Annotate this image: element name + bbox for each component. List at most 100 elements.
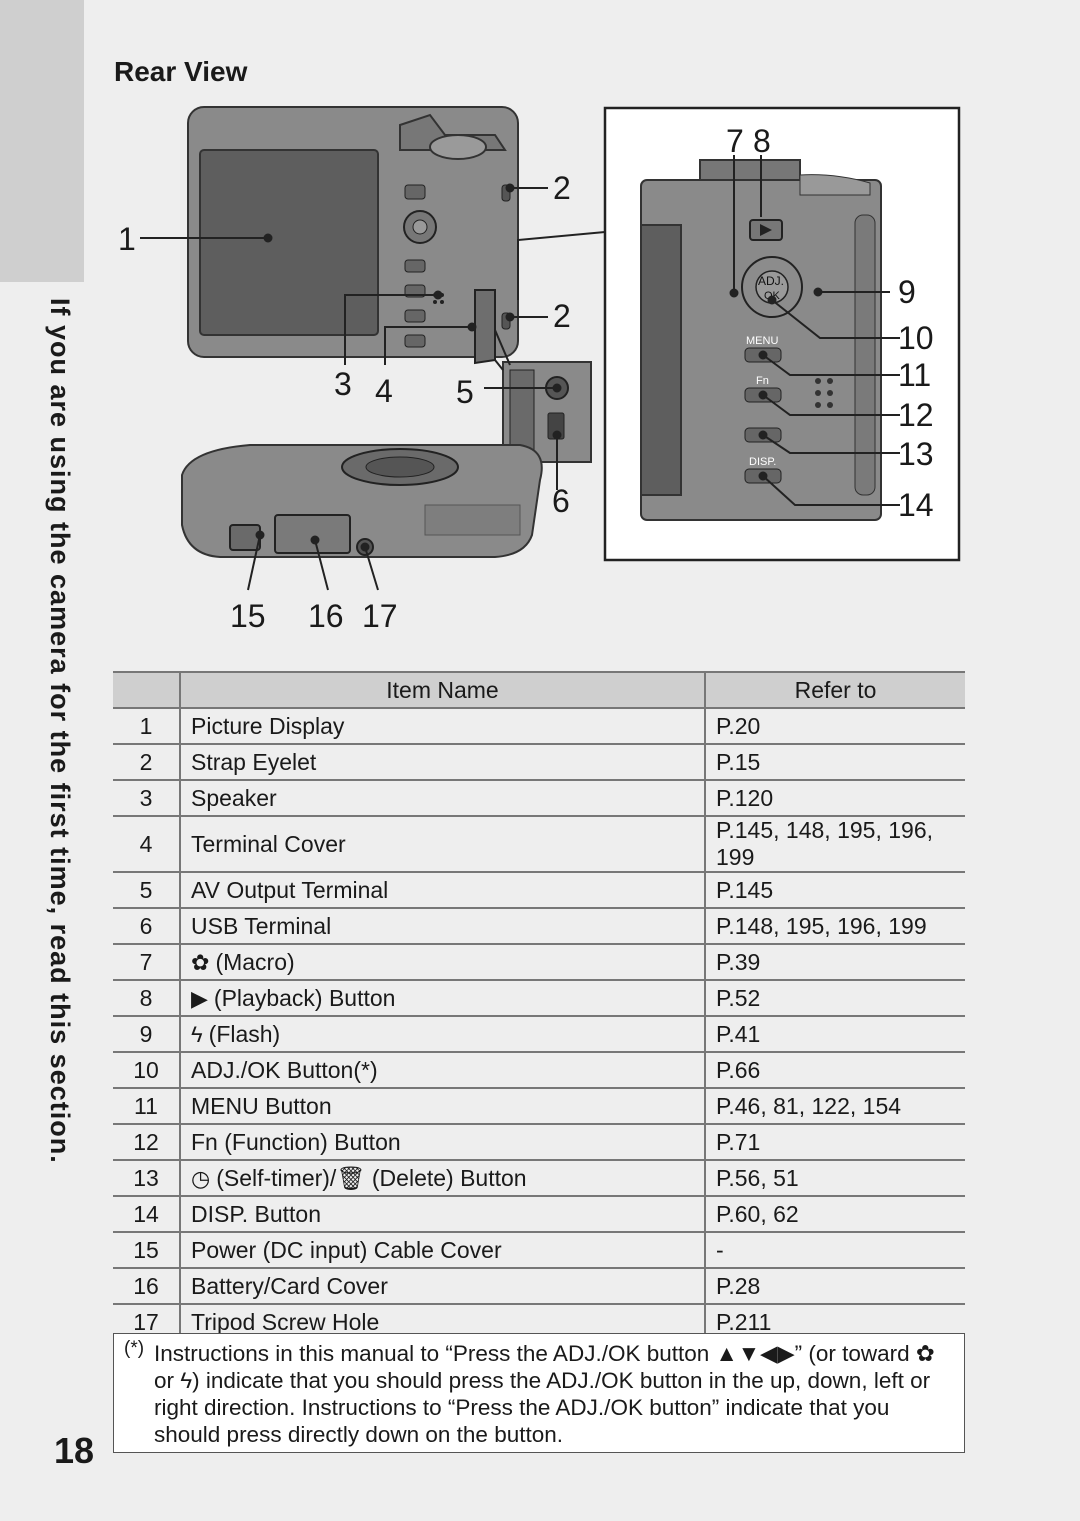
callout-10: 10	[898, 320, 934, 356]
control-panel-zoom: ADJ. OK MENU Fn DISP.	[517, 106, 961, 562]
row-item-label: (Self-timer)/🗑 (Delete) Button	[216, 1164, 527, 1191]
callout-2a: 2	[553, 170, 571, 206]
row-number: 4	[113, 816, 180, 873]
camera-bottom-body	[181, 444, 543, 558]
row-number: 1	[113, 708, 180, 745]
row-item-label: USB Terminal	[191, 912, 332, 939]
callout-17: 17	[362, 598, 398, 634]
callout-1: 1	[118, 221, 136, 257]
row-reference: -	[705, 1232, 965, 1269]
row-item-name: USB Terminal	[179, 908, 706, 945]
callout-3: 3	[334, 366, 352, 402]
row-item-name: Picture Display	[179, 708, 706, 745]
row-item-label: Tripod Screw Hole	[191, 1308, 380, 1335]
rear-view-figure: ADJ. OK MENU Fn DISP.	[100, 95, 980, 655]
row-item-label: (Flash)	[208, 1020, 281, 1047]
footnote-mark: (*)	[124, 1338, 145, 1359]
row-reference: P.41	[705, 1016, 965, 1053]
row-item-name: ADJ./OK Button(*)	[179, 1052, 706, 1089]
disp-label: DISP.	[749, 456, 776, 468]
row-number: 11	[113, 1088, 180, 1125]
callout-6: 6	[552, 483, 570, 519]
row-number: 5	[113, 872, 180, 909]
page-number: 18	[54, 1430, 95, 1471]
row-item-name: DISP. Button	[179, 1196, 706, 1233]
callout-12: 12	[898, 397, 934, 433]
row-item-label: ADJ./OK Button(*)	[191, 1056, 378, 1083]
row-icon: ϟ	[191, 1021, 203, 1047]
row-item-name: Power (DC input) Cable Cover	[179, 1232, 706, 1269]
row-number: 3	[113, 780, 180, 817]
row-icon: ◷	[191, 1165, 211, 1191]
row-reference: P.56, 51	[705, 1160, 965, 1197]
row-reference: P.148, 195, 196, 199	[705, 908, 965, 945]
row-item-name: Speaker	[179, 780, 706, 817]
row-item-name: Fn (Function) Button	[179, 1124, 706, 1161]
row-reference: P.120	[705, 780, 965, 817]
row-item-label: MENU Button	[191, 1092, 332, 1119]
row-reference: P.66	[705, 1052, 965, 1089]
table-row: 5 AV Output Terminal P.145	[113, 872, 965, 909]
table-header-row: Item Name Refer to	[113, 671, 965, 709]
table-row: 1 Picture Display P.20	[113, 708, 965, 745]
section-title: Rear View	[114, 56, 248, 87]
header-refer-to: Refer to	[704, 671, 965, 709]
header-item-name: Item Name	[179, 671, 705, 709]
row-item-label: Power (DC input) Cable Cover	[191, 1236, 502, 1263]
row-item-label: Picture Display	[191, 712, 345, 739]
callout-16: 16	[308, 598, 344, 634]
leader-lines	[140, 155, 900, 591]
callout-9: 9	[898, 274, 916, 310]
camera-illustration: ADJ. OK MENU Fn DISP.	[118, 106, 961, 634]
row-number: 8	[113, 980, 180, 1017]
adj-label: ADJ.	[758, 274, 784, 288]
table-row: 6 USB Terminal P.148, 195, 196, 199	[113, 908, 965, 945]
row-icon: ✿	[191, 949, 210, 975]
row-item-name: ϟ(Flash)	[179, 1016, 706, 1053]
callout-2b: 2	[553, 298, 571, 334]
row-item-label: AV Output Terminal	[191, 876, 389, 903]
row-number: 2	[113, 744, 180, 781]
row-reference: P.71	[705, 1124, 965, 1161]
row-item-label: Fn (Function) Button	[191, 1128, 401, 1155]
row-item-label: (Macro)	[215, 948, 295, 975]
row-number: 12	[113, 1124, 180, 1161]
table-row: 7✿(Macro)P.39	[113, 944, 965, 981]
row-item-name: MENU Button	[179, 1088, 706, 1125]
menu-label: MENU	[746, 335, 778, 347]
footnote-text: Instructions in this manual to “Press th…	[154, 1341, 935, 1447]
callout-5: 5	[456, 374, 474, 410]
row-item-name: Strap Eyelet	[179, 744, 706, 781]
row-icon: ▶	[191, 985, 208, 1011]
callout-8: 8	[753, 123, 771, 159]
row-item-name: ▶(Playback) Button	[179, 980, 706, 1017]
picture-display	[199, 149, 379, 336]
table-row: 12 Fn (Function) Button P.71	[113, 1124, 965, 1161]
row-item-label: Terminal Cover	[191, 830, 346, 857]
row-reference: P.20	[705, 708, 965, 745]
row-number: 7	[113, 944, 180, 981]
row-reference: P.52	[705, 980, 965, 1017]
section-tab	[0, 0, 84, 282]
row-item-name: ✿(Macro)	[179, 944, 706, 981]
row-item-name: AV Output Terminal	[179, 872, 706, 909]
row-reference: P.145	[705, 872, 965, 909]
row-item-label: (Playback) Button	[213, 984, 396, 1011]
side-heading: If you are using the camera for the firs…	[45, 298, 75, 1164]
row-number: 10	[113, 1052, 180, 1089]
row-number: 16	[113, 1268, 180, 1305]
row-number: 6	[113, 908, 180, 945]
table-row: 4 Terminal Cover P.145, 148, 195, 196, 199	[113, 816, 965, 873]
row-reference: P.145, 148, 195, 196, 199	[705, 816, 965, 873]
row-number: 9	[113, 1016, 180, 1053]
callout-7: 7	[726, 123, 744, 159]
